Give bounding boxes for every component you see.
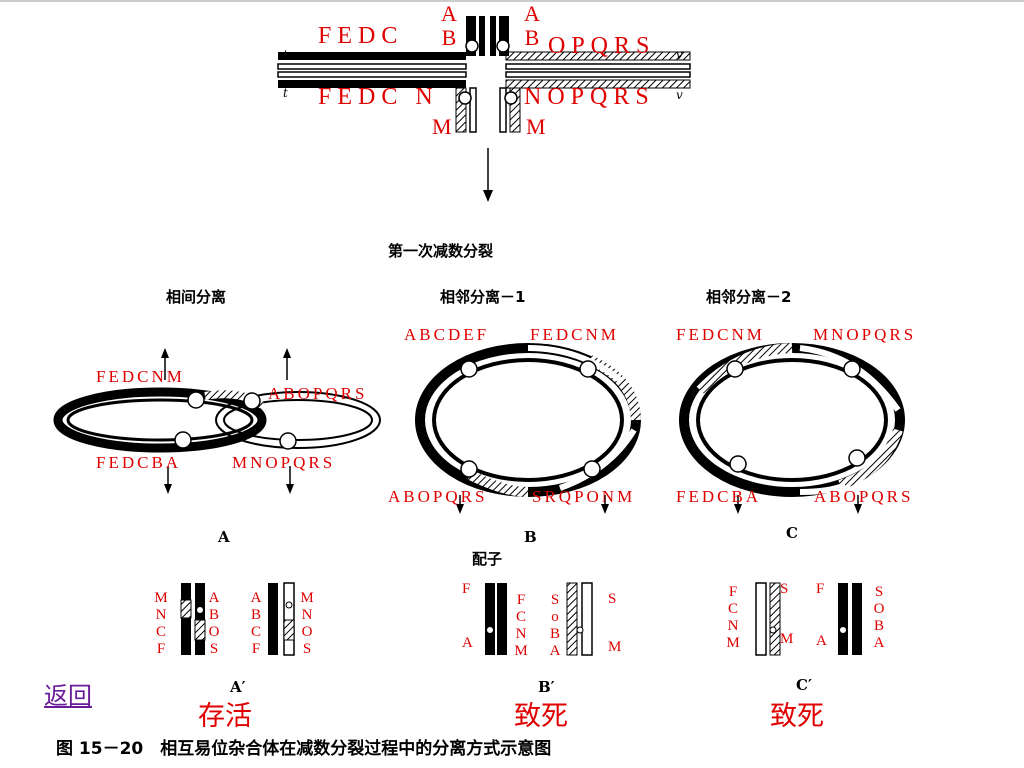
locus-t-lower: t	[283, 86, 288, 100]
panel-a-letter: A	[218, 528, 230, 546]
panel-b-top-left: ABCDEF	[404, 325, 490, 344]
gamete-c-s2: S	[780, 581, 789, 597]
panel-c-ring	[679, 343, 905, 514]
panel-b-bottom-right: SRQPONM	[532, 487, 636, 506]
gamete-a-label: A′	[230, 678, 246, 696]
gametes-a	[180, 582, 295, 656]
top-left-upper-label: FEDC	[318, 23, 404, 49]
top-right-lower-label: NOPQRS	[524, 84, 655, 110]
gametes-b	[485, 582, 593, 656]
back-link[interactable]: 返回	[44, 682, 92, 710]
locus-t-upper: t	[283, 48, 288, 62]
top-right-upper-label: OPQRS	[548, 33, 656, 59]
verdict-c: 致死	[770, 701, 824, 732]
gamete-b-f1: F	[462, 581, 471, 597]
top-left-lower-label: FEDC N	[318, 84, 439, 110]
panel-b-letter: B	[524, 528, 537, 546]
panel-c-top-right: MNOPQRS	[813, 325, 917, 344]
top-m2-label: M	[526, 114, 546, 139]
panel-c-letter: C	[786, 524, 798, 542]
gamete-c-label: C′	[796, 676, 812, 694]
pachytene-cross	[277, 16, 691, 202]
gamete-b-m4: M	[608, 639, 622, 655]
top-col-a2: A B	[524, 1, 540, 50]
top-m1-label: M	[432, 114, 452, 139]
gametes-c	[755, 582, 862, 656]
panel-a-ring	[53, 348, 381, 494]
gamete-c-m2: M	[780, 631, 794, 647]
panel-b-top-right: FEDCNM	[530, 325, 619, 344]
verdict-b: 致死	[514, 701, 568, 732]
panel-c-top-left: FEDCNM	[676, 325, 765, 344]
panel-b-ring	[415, 343, 641, 514]
figure-caption: 图 15－20 相互易位杂合体在减数分裂过程中的分离方式示意图	[56, 739, 552, 759]
panel-b-bottom-left: ABOPQRS	[388, 487, 488, 506]
gametes-label: 配子	[472, 550, 503, 568]
gamete-c-a3: A	[816, 633, 827, 649]
gamete-b-a1: A	[462, 635, 473, 651]
verdict-a: 存活	[198, 701, 252, 732]
header-adjacent-2: 相邻分离－2	[706, 288, 792, 306]
locus-v-lower: v	[676, 88, 683, 102]
panel-c-bottom-left: FEDCBA	[676, 487, 762, 506]
gamete-b-s4: S	[608, 591, 617, 607]
gamete-c-f3: F	[816, 581, 825, 597]
panel-a-bottom-right: MNOPQRS	[232, 453, 336, 472]
locus-v-upper: v	[676, 48, 683, 62]
top-col-a1: A B	[441, 1, 457, 50]
panel-a-bottom-left: FEDCBA	[96, 453, 182, 472]
gamete-b-label: B′	[538, 678, 555, 696]
header-adjacent-1: 相邻分离－1	[440, 288, 526, 306]
panel-a-top-left: FEDCNM	[96, 367, 185, 386]
meiosis-title: 第一次减数分裂	[388, 242, 494, 260]
panel-c-bottom-right: ABOPQRS	[814, 487, 914, 506]
header-alternate: 相间分离	[166, 288, 227, 306]
panel-a-top-right: ABOPQRS	[268, 384, 368, 403]
